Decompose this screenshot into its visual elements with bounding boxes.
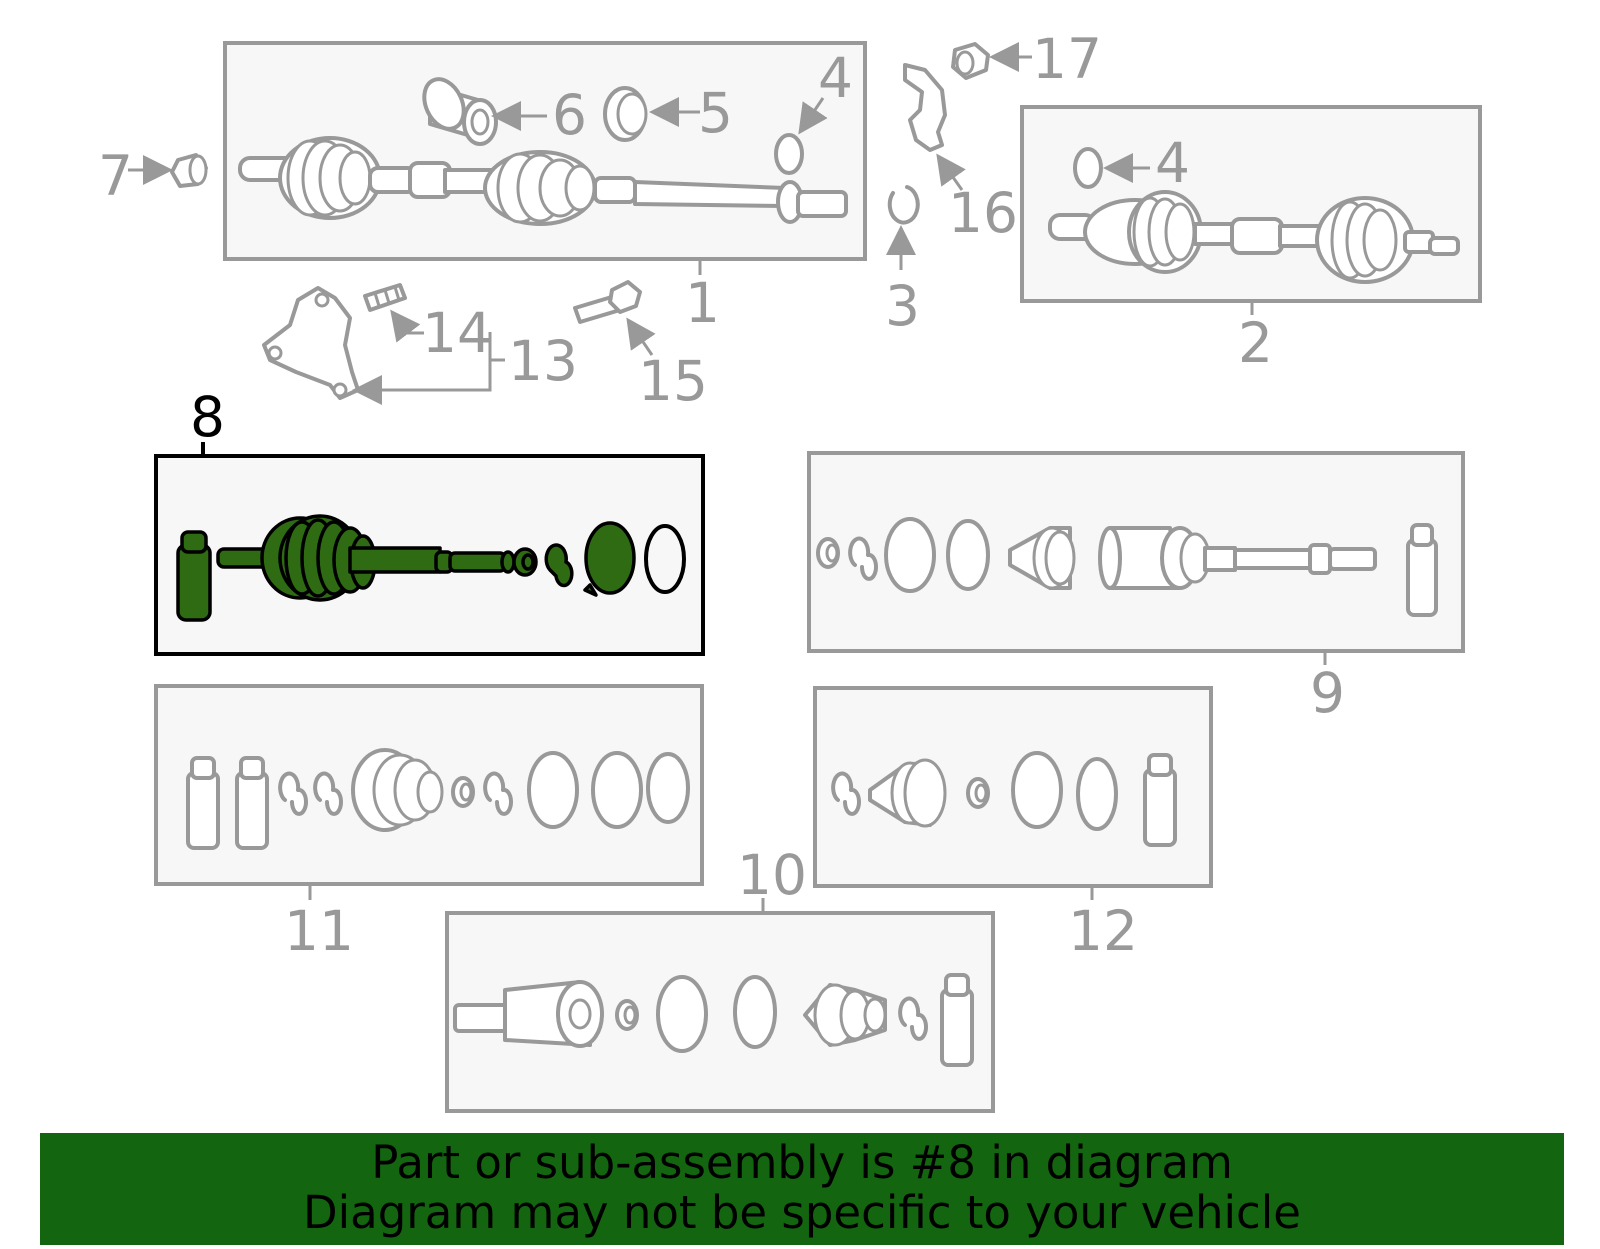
inner-cv-boot	[483, 150, 597, 226]
bracket-13[interactable]	[262, 286, 360, 400]
nut-7[interactable]	[170, 153, 208, 188]
o-ring-4[interactable]	[774, 133, 804, 175]
axle-assembly-2[interactable]	[1020, 105, 1482, 303]
axle-assembly-1[interactable]	[223, 41, 867, 261]
callout-3: 3	[885, 274, 920, 338]
axle-assembly-8-highlighted[interactable]	[154, 442, 705, 656]
info-banner: Part or sub-assembly is #8 in diagram Di…	[40, 1133, 1564, 1245]
callout-8: 8	[190, 385, 225, 449]
seal-ring-5[interactable]	[603, 86, 648, 142]
callout-16: 16	[948, 181, 1018, 245]
callout-7: 7	[98, 144, 133, 208]
nut-17[interactable]	[951, 42, 990, 80]
callout-17: 17	[1032, 27, 1102, 91]
repair-kit-12[interactable]	[813, 686, 1213, 888]
repair-kit-11[interactable]	[154, 684, 704, 886]
callout-4-top: 4	[818, 46, 853, 110]
callout-14: 14	[422, 301, 492, 365]
callout-12: 12	[1068, 899, 1138, 963]
repair-kit-10[interactable]	[445, 911, 995, 1113]
snap-ring-3[interactable]	[887, 185, 920, 225]
callout-10: 10	[737, 843, 807, 907]
callout-6: 6	[552, 83, 587, 147]
callout-5: 5	[698, 81, 733, 145]
o-ring-4b[interactable]	[1073, 147, 1103, 189]
callout-2: 2	[1238, 311, 1273, 375]
callout-1: 1	[685, 271, 720, 335]
callout-9: 9	[1310, 661, 1345, 725]
banner-line-1: Part or sub-assembly is #8 in diagram	[371, 1136, 1233, 1189]
repair-kit-9[interactable]	[807, 451, 1465, 653]
callout-11: 11	[284, 899, 354, 963]
bracket-16[interactable]	[903, 63, 947, 152]
stud-14[interactable]	[363, 283, 407, 312]
bushing-6[interactable]	[417, 73, 498, 146]
outer-cv-boot	[278, 136, 382, 220]
callout-15: 15	[638, 349, 708, 413]
bolt-15[interactable]	[573, 280, 642, 324]
banner-line-2: Diagram may not be specific to your vehi…	[303, 1186, 1301, 1239]
callout-13: 13	[508, 329, 578, 393]
callout-4-right: 4	[1155, 131, 1190, 195]
